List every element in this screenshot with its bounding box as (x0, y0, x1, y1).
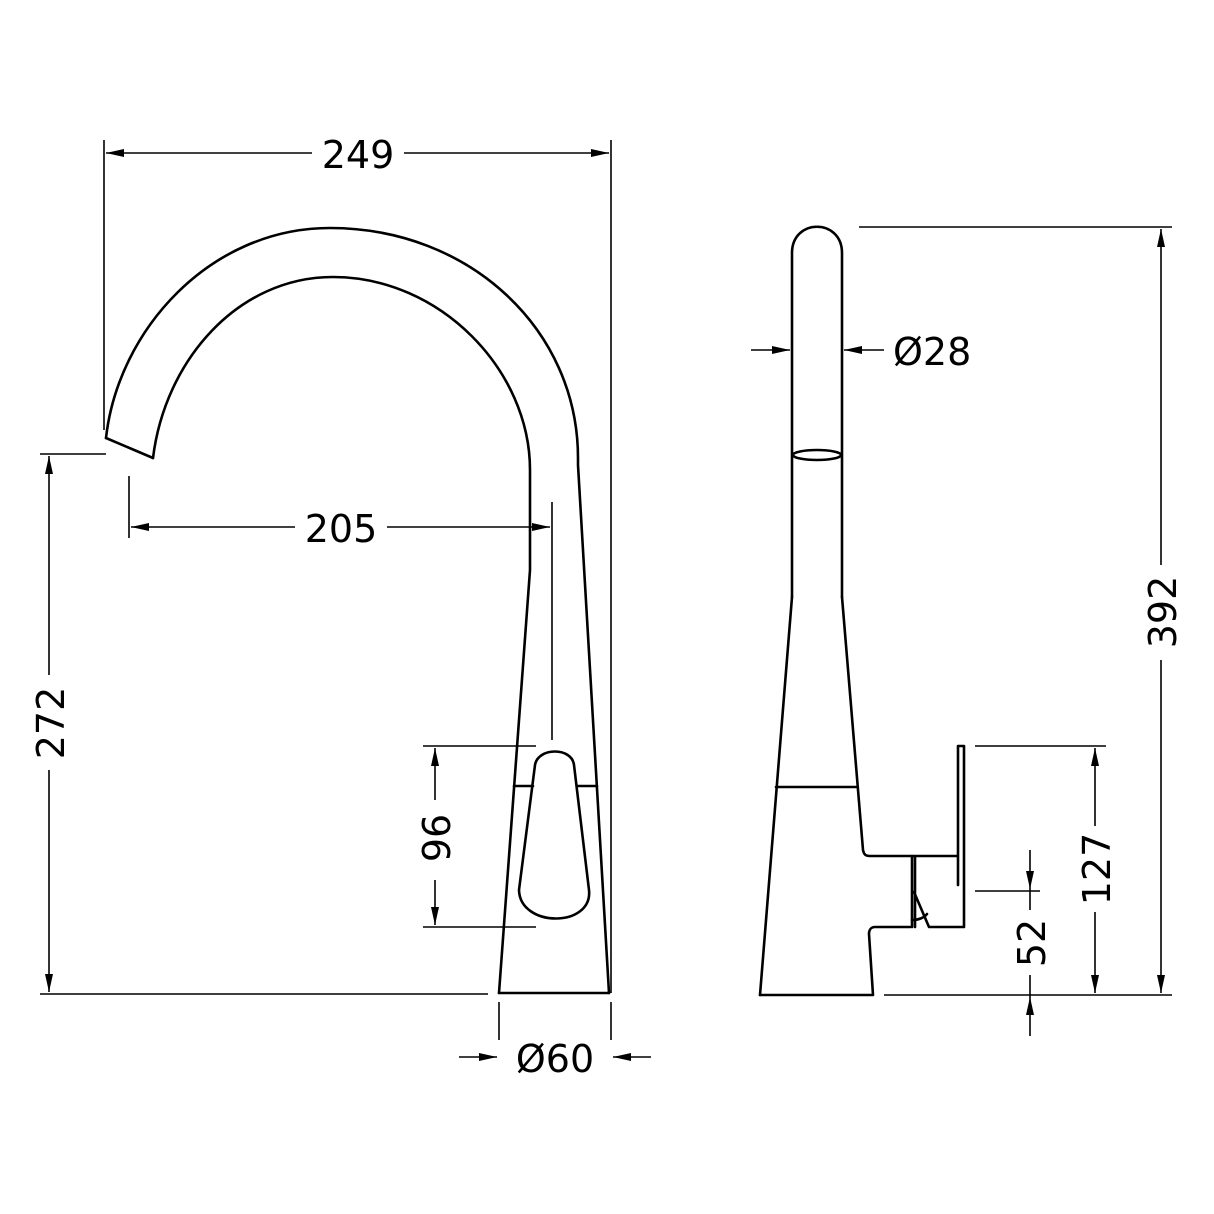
dim-lever-height: 96 (415, 814, 459, 862)
dim-lever-body-height: 52 (1010, 919, 1054, 967)
side-dimensions: Ø28 392 127 52 (751, 226, 1185, 1036)
side-view (758, 225, 966, 997)
dim-spout-reach: 205 (305, 507, 378, 551)
body-left-edge (758, 595, 794, 997)
dim-overall-width: 249 (322, 133, 395, 177)
dim-base-diameter: Ø60 (516, 1037, 594, 1081)
dim-lever-top-height: 127 (1075, 833, 1119, 906)
lever-pivot-arc (910, 912, 929, 922)
dim-spout-diameter: Ø28 (893, 330, 971, 374)
body-lower-edge (758, 925, 912, 997)
spout-inner-outline (151, 275, 532, 995)
body-right-edge (840, 595, 914, 858)
dim-spout-height: 272 (29, 687, 73, 760)
spout-tube-outline (790, 225, 844, 599)
spout-tip-outline (104, 436, 155, 460)
front-dimensions: 249 205 272 96 Ø60 (29, 133, 651, 1081)
spout-ring (791, 448, 843, 462)
dim-overall-height: 392 (1141, 576, 1185, 649)
lever-handle-outline (517, 750, 591, 920)
spout-outer-outline (104, 226, 611, 995)
front-view (104, 226, 611, 995)
lever-outline (910, 744, 966, 929)
